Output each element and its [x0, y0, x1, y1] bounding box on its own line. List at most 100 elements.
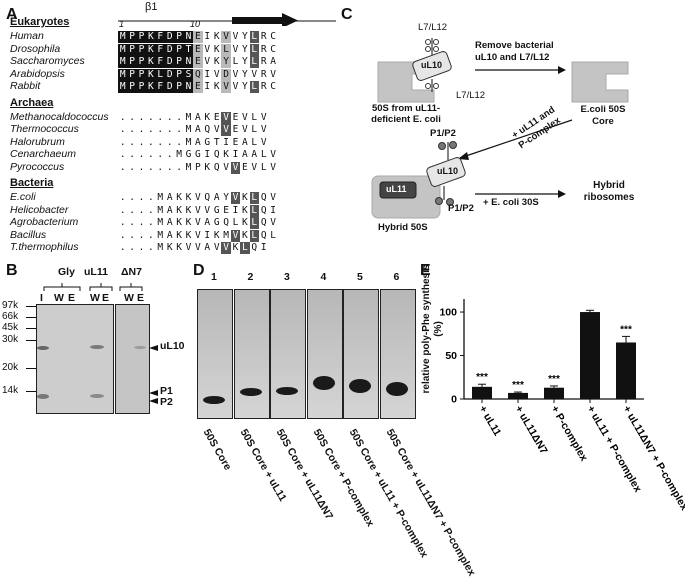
lane-group-brackets	[43, 283, 143, 291]
core-50s-label: E.coli 50S Core	[580, 104, 626, 127]
residue: E	[193, 81, 203, 93]
band-label-p1: P1	[160, 385, 173, 397]
residue: Q	[260, 204, 267, 216]
residue: P	[174, 31, 184, 43]
panel-c-schematic: L7/L12 L7/L12 uL10 50S from uL11-deficie…	[340, 0, 685, 255]
lane-number: 4	[320, 271, 327, 283]
ribosome-band	[203, 396, 225, 404]
bar	[580, 312, 600, 399]
residue: .	[129, 136, 135, 148]
residue: E	[232, 136, 239, 148]
residue: Q	[193, 68, 203, 81]
residue: V	[242, 124, 248, 135]
add-30s-label: + E. coli 30S	[483, 197, 539, 208]
residue: M	[118, 68, 128, 81]
residue: V	[260, 111, 267, 123]
residue: .	[148, 204, 154, 216]
residue: .	[129, 217, 135, 228]
lane-label: W	[90, 292, 100, 304]
group-dn7: ΔN7	[121, 266, 142, 278]
residue: A	[195, 111, 201, 123]
mw-marker-tick	[26, 328, 36, 329]
mw-marker-label: 66k	[2, 311, 19, 322]
residue: .	[166, 136, 173, 148]
group-ul11: uL11	[84, 266, 108, 278]
residue: A	[166, 204, 173, 216]
residue: .	[129, 149, 135, 160]
bar	[472, 386, 492, 399]
residue: .	[148, 136, 154, 148]
residue: M	[185, 111, 192, 123]
residue: L	[232, 56, 239, 67]
residue: I	[204, 149, 211, 160]
hybrid-50s-label: Hybrid 50S	[378, 222, 428, 233]
ribosome-band	[239, 388, 262, 396]
deficient-50s-label: 50S from uL11-deficient E. coli	[371, 103, 441, 125]
band-input-p	[37, 394, 49, 399]
residue: L	[249, 229, 259, 242]
species-name: Pyrococcus	[10, 160, 65, 173]
residue: I	[204, 81, 211, 92]
native-gel-lane	[343, 289, 379, 419]
residue: A	[242, 149, 248, 160]
residue: E	[232, 111, 239, 123]
residue: Y	[242, 56, 248, 67]
lane-number: 5	[357, 271, 363, 283]
lane-number: 2	[247, 271, 254, 283]
native-lane-label: 50S Core	[200, 427, 234, 473]
residue: M	[157, 217, 164, 228]
species-name: T.thermophilus	[10, 241, 79, 253]
residue: N	[183, 56, 194, 68]
residue: V	[260, 124, 267, 135]
residue: V	[221, 81, 231, 93]
species-name: Cenarchaeum	[10, 148, 76, 160]
residue: .	[157, 149, 164, 160]
x-tick-label: + uL11	[476, 404, 503, 439]
residue: V	[204, 56, 211, 67]
residue: L	[240, 242, 250, 254]
residue: G	[213, 204, 220, 216]
panel-label-e: E	[420, 262, 431, 279]
lane-number: 1	[211, 271, 217, 283]
residue: P	[136, 81, 147, 93]
residue: K	[176, 217, 182, 228]
bar	[508, 392, 528, 399]
residue: .	[157, 124, 164, 135]
residue: K	[242, 192, 248, 203]
residue: Q	[213, 161, 220, 173]
residue: .	[119, 124, 126, 135]
residue: K	[185, 192, 192, 203]
residue: .	[166, 111, 173, 123]
species-name: Methanocaldococcus	[10, 110, 109, 123]
native-gel-lane	[233, 289, 270, 419]
group-heading: Bacteria	[10, 177, 54, 189]
band-arrows	[149, 345, 158, 404]
residue: A	[213, 192, 220, 203]
residue: V	[232, 31, 239, 42]
residue: V	[230, 192, 241, 204]
residue: K	[242, 204, 248, 216]
residue: L	[260, 149, 267, 160]
residue: K	[213, 81, 220, 92]
residue: I	[232, 149, 239, 160]
residue: K	[213, 229, 220, 241]
significance-label: ***	[476, 372, 488, 383]
residue: .	[119, 242, 126, 253]
residue: R	[260, 68, 267, 80]
panel-label-d: D	[193, 262, 205, 279]
position-1: 1	[119, 19, 125, 29]
residue: .	[176, 124, 182, 135]
residue: .	[166, 149, 173, 160]
significance-label: ***	[512, 380, 524, 391]
residue: R	[260, 56, 267, 67]
residue: Q	[260, 217, 267, 228]
residue: G	[204, 136, 211, 148]
beta1-arrow	[118, 13, 336, 26]
residue: Y	[223, 192, 229, 203]
x-tick-label: + uL11ΔN7 + P-complex	[620, 404, 685, 513]
ul10-protein-top	[412, 51, 452, 81]
residue: .	[138, 192, 145, 203]
residue: N	[183, 81, 194, 93]
